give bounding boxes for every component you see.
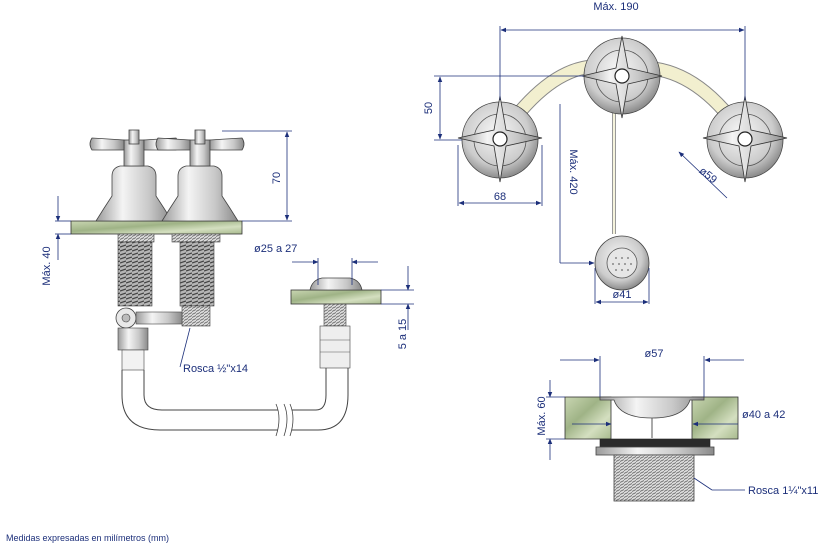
- dim-diam-57-label: ø57: [645, 348, 664, 360]
- dim-max-190-label: Máx. 190: [593, 1, 638, 13]
- dim-50-label: 50: [423, 102, 435, 114]
- dimension-diam-57: ø57: [560, 348, 744, 397]
- dimension-diam-25-27: ø25 a 27: [254, 243, 378, 285]
- dimension-max-190: Máx. 190: [499, 1, 746, 100]
- dim-max-60-label: Máx. 60: [536, 396, 548, 435]
- dim-diam-25-27-label: ø25 a 27: [254, 243, 297, 255]
- front-view: 70 Máx. 40 ø25 a 27 5 a 15: [41, 129, 414, 437]
- spout-top: [594, 235, 650, 291]
- drain-slab-left: [564, 396, 612, 440]
- thread-1-1-4-label: Rosca 1¼"x11: [748, 485, 818, 497]
- countertop-slab: [70, 220, 243, 235]
- dim-diam-40-42-label: ø40 a 42: [742, 409, 785, 421]
- right-braided-hose: [179, 241, 215, 307]
- dimension-68: 68: [457, 145, 543, 206]
- drain-view: ø57 Máx. 60 ø40 a 42 Rosca 1¼"x11: [536, 348, 818, 502]
- right-handle-top: [702, 95, 788, 183]
- left-braided-hose: [117, 241, 153, 307]
- dimension-50: 50: [423, 75, 584, 141]
- dimension-70: 70: [222, 130, 292, 222]
- dimension-diam-41: ø41: [594, 268, 650, 305]
- center-handle-top: [581, 35, 663, 119]
- leader-thread-half: Rosca ½"x14: [179, 327, 248, 375]
- dim-max-420-label: Máx. 420: [567, 149, 579, 194]
- left-handle-top: [457, 95, 543, 183]
- dim-70-label: 70: [271, 172, 283, 184]
- outlet-hose: [121, 368, 349, 431]
- thread-half-label: Rosca ½"x14: [183, 363, 248, 375]
- dimension-max-420: Máx. 420: [559, 104, 595, 266]
- dim-diam-41-label: ø41: [613, 289, 632, 301]
- top-view: Máx. 190 50 Máx. 420 68 ø59: [423, 1, 788, 305]
- dim-68-label: 68: [494, 191, 506, 203]
- dim-diam-59-label: ø59: [697, 165, 719, 186]
- dimension-5-15: 5 a 15: [381, 266, 414, 349]
- dimension-diam-40-42: ø40 a 42: [572, 409, 785, 427]
- spout-slab: [290, 289, 382, 305]
- dimension-max-60: Máx. 60: [536, 380, 565, 460]
- drain-slab-right: [691, 396, 739, 440]
- dim-5-15-label: 5 a 15: [397, 319, 409, 350]
- drain-threaded-body: [613, 454, 695, 502]
- right-valve-body: [155, 129, 245, 222]
- dim-max-40-label: Máx. 40: [41, 246, 53, 285]
- dimension-max-40: Máx. 40: [41, 196, 71, 286]
- footer-note: Medidas expresadas en milímetros (mm): [6, 533, 169, 543]
- leader-thread-1-1-4: Rosca 1¼"x11: [693, 477, 818, 497]
